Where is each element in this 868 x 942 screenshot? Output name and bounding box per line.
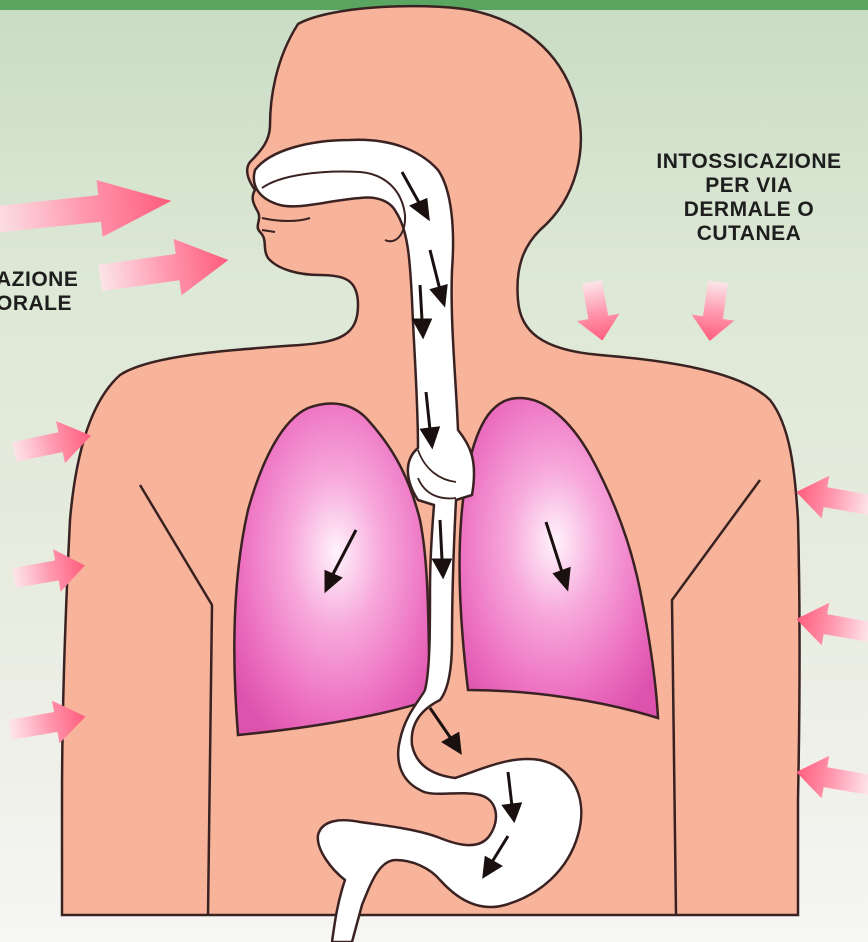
dermal-exposure-label: INTOSSICAZIONE PER VIA DERMALE O CUTANEA (604, 150, 868, 246)
dermal-label-line: CUTANEA (604, 222, 868, 246)
exposure-arrow-icon (688, 279, 739, 344)
exposure-arrow-icon (793, 471, 868, 527)
oral-label-line: AZIONE (0, 268, 78, 292)
exposure-arrow-icon (571, 278, 624, 344)
dermal-label-line: INTOSSICAZIONE (604, 150, 868, 174)
dermal-label-line: PER VIA (604, 174, 868, 198)
exposure-arrow-icon (96, 232, 232, 306)
oral-label-line: ORALE (0, 292, 78, 316)
exposure-arrow-icon (793, 598, 868, 654)
exposure-arrow-icon (0, 173, 174, 249)
oral-exposure-label: AZIONE ORALE (0, 268, 78, 316)
exposure-arrow-icon (793, 751, 868, 807)
dermal-label-line: DERMALE O (604, 198, 868, 222)
